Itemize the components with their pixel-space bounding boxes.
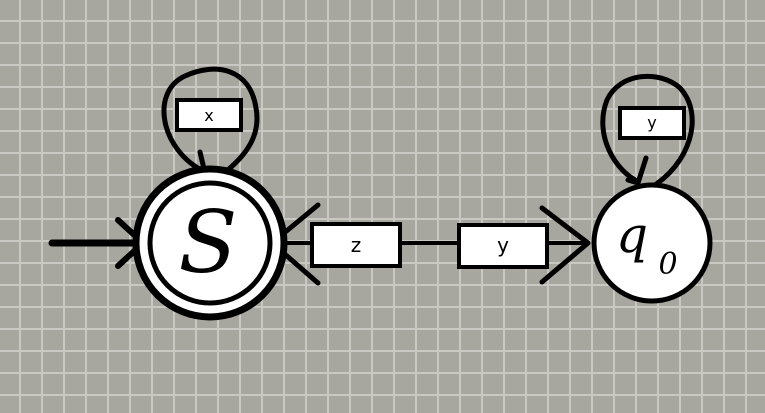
state-s[interactable]: S [132, 165, 288, 321]
state-q0-label: q [616, 206, 648, 264]
label-y-loop[interactable]: y [618, 106, 686, 140]
label-y[interactable]: y [457, 223, 549, 269]
state-q0[interactable]: q 0 [591, 182, 713, 304]
label-x-text: x [204, 106, 213, 125]
label-z[interactable]: z [310, 222, 402, 268]
self-loop-q0[interactable] [600, 73, 695, 191]
label-y-text: y [497, 233, 509, 257]
label-x[interactable]: x [175, 98, 243, 132]
state-q0-subscript: 0 [658, 247, 677, 282]
initial-arrow [48, 217, 146, 269]
label-z-text: z [351, 233, 362, 257]
state-s-label: S [179, 193, 238, 293]
label-y-loop-text: y [647, 113, 656, 132]
